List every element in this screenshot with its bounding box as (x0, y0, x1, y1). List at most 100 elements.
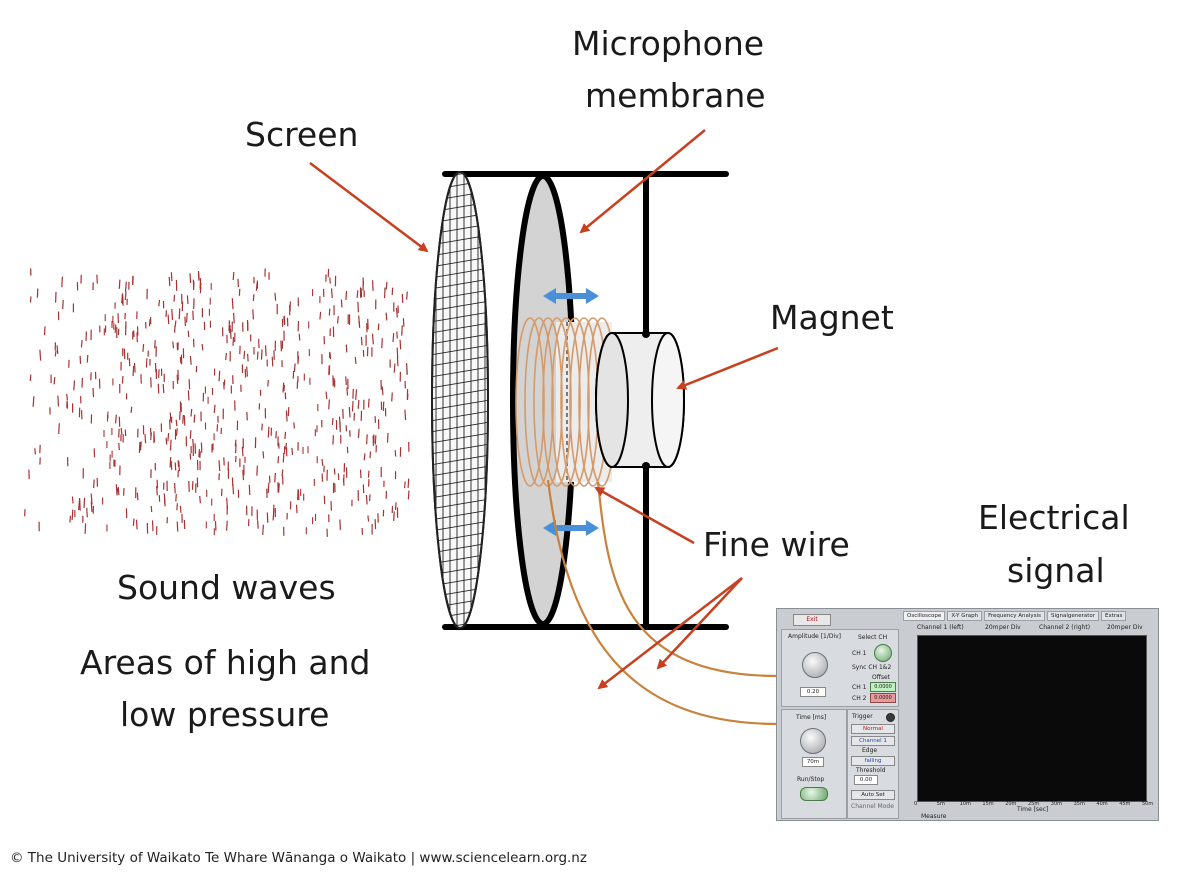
tab-signalgenerator[interactable]: Signalgenerator (1046, 611, 1100, 621)
edge-select[interactable]: falling (851, 756, 895, 766)
sound-particle (235, 443, 237, 454)
sound-particle (32, 396, 35, 407)
sound-particle (144, 434, 147, 444)
sound-particle (369, 451, 372, 459)
time-tick-label: 20m (1005, 801, 1017, 807)
offset-ch2-value[interactable]: 0.0000 (870, 693, 896, 703)
sound-particle (367, 515, 370, 522)
sound-particle (39, 349, 42, 361)
ch-select-toggle[interactable] (874, 644, 892, 662)
amplitude-value[interactable]: 0.20 (800, 687, 826, 697)
sound-particle (246, 366, 248, 377)
sound-particle (71, 509, 74, 521)
tab-extras[interactable]: Extras (1101, 611, 1127, 621)
sound-particle (138, 441, 141, 453)
sound-particle (339, 519, 341, 530)
sound-particle (167, 314, 170, 325)
sound-particle (283, 384, 285, 392)
sound-particle (355, 389, 358, 400)
magnet (595, 330, 685, 470)
mesh-line (432, 443, 488, 455)
tab-oscilloscope[interactable]: Oscilloscope (903, 611, 946, 621)
sound-particle (243, 350, 246, 360)
auto-set-button[interactable]: Auto Set (851, 790, 895, 800)
sound-particle (80, 340, 83, 348)
sound-particle (371, 333, 374, 345)
sound-particle (385, 281, 388, 290)
run-stop-button[interactable] (800, 787, 828, 801)
sound-particle (168, 276, 171, 287)
sound-particle (175, 419, 178, 427)
sound-particle (118, 279, 121, 289)
sound-particle (169, 439, 172, 451)
sound-particle (213, 404, 216, 414)
sound-particle (283, 316, 286, 325)
sound-particle (190, 408, 193, 417)
sound-particle (394, 450, 397, 457)
select-ch-label: Select CH (858, 634, 888, 641)
time-tick-label: 50m (1142, 801, 1154, 807)
sound-particle (189, 356, 192, 365)
sound-particle (242, 469, 245, 481)
sound-particle (291, 447, 294, 455)
oscilloscope-window: Exit Oscilloscope X-Y Graph Frequency An… (776, 608, 1159, 821)
sound-particle (332, 435, 334, 445)
amplitude-knob[interactable] (802, 652, 828, 678)
tab-xy-graph[interactable]: X-Y Graph (947, 611, 983, 621)
sound-particle (280, 340, 282, 352)
sound-particle (374, 435, 377, 445)
mesh-line (432, 476, 488, 488)
sound-particle (333, 468, 336, 475)
label-pressure-line2: low pressure (120, 695, 330, 734)
sound-particle (158, 369, 160, 378)
amplitude-label: Amplitude [1/Div] (788, 633, 842, 640)
sound-particle (165, 437, 168, 445)
sound-particle (189, 430, 192, 439)
sound-particle (406, 363, 408, 375)
sound-particle (360, 336, 363, 346)
sound-particle (170, 272, 173, 282)
threshold-label: Threshold (856, 767, 886, 774)
sound-particle (319, 311, 322, 320)
sound-particle (186, 312, 188, 323)
sound-particle (174, 320, 177, 327)
sound-particle (252, 309, 254, 320)
offset-ch1-value[interactable]: 0.0000 (870, 682, 896, 692)
sound-particle (132, 276, 134, 286)
screen-mesh (431, 171, 489, 629)
sound-particle (199, 451, 201, 458)
sound-particle (256, 465, 258, 476)
mesh-line (432, 531, 488, 543)
label-sound-waves: Sound waves (117, 568, 336, 607)
mesh-line (432, 520, 488, 532)
sound-particle (132, 365, 135, 377)
sound-particle (179, 357, 182, 364)
sound-particle (114, 324, 117, 333)
time-value[interactable]: 70m (802, 757, 824, 767)
measure-label: Measure (921, 813, 947, 820)
per-div-unit-2: per Div (1121, 624, 1143, 631)
sync-label[interactable]: Sync CH 1&2 (852, 664, 892, 671)
time-knob[interactable] (800, 728, 826, 754)
sound-particle (359, 469, 362, 479)
sound-particle (150, 505, 153, 513)
label-screen: Screen (245, 115, 359, 154)
trigger-mode-select[interactable]: Normal (851, 724, 895, 734)
sound-particle (407, 490, 410, 500)
sound-particle (226, 520, 228, 531)
exit-button[interactable]: Exit (793, 614, 831, 626)
sound-particle (284, 431, 287, 439)
trigger-channel-select[interactable]: Channel 1 (851, 736, 895, 746)
sound-particle (293, 363, 296, 372)
tab-frequency-analysis[interactable]: Frequency Analysis (984, 611, 1045, 621)
sound-particle (406, 291, 408, 300)
sound-particle (262, 451, 265, 459)
sound-particle (395, 307, 398, 318)
sound-particle (92, 387, 95, 398)
threshold-value[interactable]: 0.00 (854, 775, 878, 785)
sound-particle (153, 431, 156, 442)
sound-particle (178, 461, 180, 472)
sound-particle (154, 340, 156, 349)
sound-particle (232, 272, 235, 281)
mesh-line (432, 300, 488, 312)
